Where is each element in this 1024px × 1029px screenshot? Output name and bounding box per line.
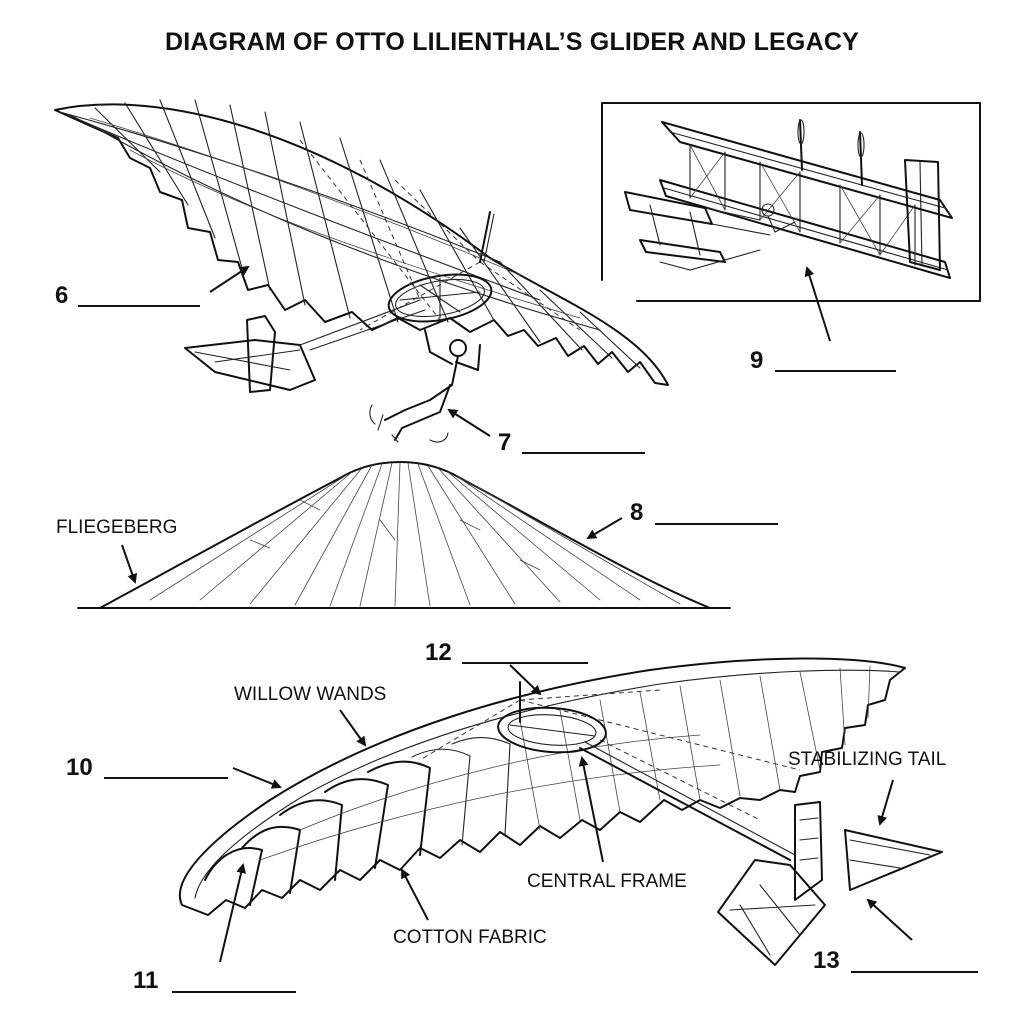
- glider-in-flight-illustration: [54, 99, 669, 443]
- label-number-8: 8: [630, 499, 643, 526]
- biplane-inset-illustration: [601, 102, 981, 302]
- arrow-6: [209, 265, 250, 293]
- arrow-12: [509, 664, 542, 696]
- arrow-11: [219, 863, 247, 963]
- label-number-6: 6: [55, 282, 68, 309]
- label-number-10: 10: [66, 754, 93, 781]
- label-cotton-fabric: COTTON FABRIC: [393, 927, 547, 948]
- arrow-7: [447, 408, 491, 437]
- arrow-cotton-fabric: [401, 868, 429, 921]
- label-willow-wands: WILLOW WANDS: [234, 684, 386, 705]
- label-number-7: 7: [498, 429, 511, 456]
- arrow-stabilizing-tail: [877, 779, 894, 826]
- fliegeberg-hill-illustration: [77, 461, 731, 609]
- label-number-9: 9: [750, 347, 763, 374]
- page-title: DIAGRAM OF OTTO LILIENTHAL’S GLIDER AND …: [165, 28, 859, 56]
- label-number-13: 13: [813, 947, 840, 974]
- label-stabilizing-tail: STABILIZING TAIL: [788, 749, 946, 770]
- label-number-11: 11: [133, 967, 158, 994]
- label-fliegeberg: FLIEGEBERG: [56, 517, 177, 538]
- inset-frame: [601, 102, 981, 302]
- arrow-central-frame: [578, 756, 604, 863]
- arrow-13: [866, 898, 913, 941]
- glider-structure-detail-illustration: [179, 657, 943, 966]
- arrow-fliegeberg: [121, 544, 138, 584]
- label-central-frame: CENTRAL FRAME: [527, 871, 687, 892]
- arrow-9: [804, 266, 831, 342]
- arrow-8: [586, 517, 623, 540]
- arrow-willow-wands: [339, 709, 367, 747]
- label-number-12: 12: [425, 639, 452, 666]
- arrow-10: [232, 767, 282, 789]
